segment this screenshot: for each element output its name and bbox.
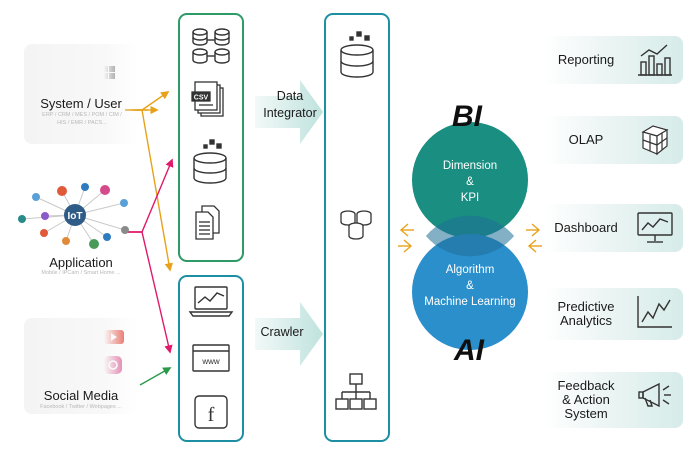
- database-cloud-icon: [193, 139, 227, 184]
- svg-text:www: www: [201, 357, 220, 366]
- facebook-box-icon: f: [194, 395, 228, 429]
- svg-text:f: f: [208, 404, 215, 426]
- output-card-feedback: Feedback & Action System: [543, 372, 683, 428]
- output-card-predictive: Predictive Analytics: [543, 288, 683, 340]
- ai-circle-text: Algorithm & Machine Learning: [424, 264, 516, 308]
- source-subtitle-system: ERP / CRM / MES / POM / CIM / HIS / EMR …: [42, 112, 122, 126]
- cube-icon: [641, 125, 669, 156]
- svg-text:CSV: CSV: [194, 95, 209, 102]
- csv-file-icon: CSV: [191, 81, 224, 117]
- iot-network-icon: IoT: [18, 183, 129, 249]
- output-label-dashboard: Dashboard: [554, 220, 618, 235]
- source-subtitle-social: Facebook / Twitter / Webpages ...: [40, 404, 122, 410]
- data-integrator-label: Data Integrator: [263, 89, 317, 120]
- laptop-chart-icon: [188, 286, 234, 317]
- integrator-box: [178, 13, 244, 262]
- output-label-feedback: Feedback & Action System: [557, 378, 615, 421]
- arrow-social-to-crawler: [139, 367, 172, 386]
- crawler-label: Crawler: [260, 325, 304, 339]
- bi-heading: BI: [452, 100, 482, 133]
- output-label-reporting: Reporting: [557, 52, 615, 67]
- source-card-application: Application Mobile / IPCam / Smart Home …: [24, 182, 138, 278]
- database-stack-icon: [340, 210, 372, 240]
- warehouse-database-icon: [340, 31, 374, 78]
- output-label-predictive: Predictive Analytics: [557, 299, 615, 328]
- iot-hub-label: IoT: [68, 211, 83, 222]
- flow-arrow-integrator: [255, 80, 323, 144]
- output-card-reporting: Reporting: [543, 36, 683, 84]
- source-title-social: Social Media: [43, 388, 119, 403]
- side-arrows: [398, 223, 542, 253]
- red-arrows: [125, 158, 174, 354]
- ai-circle: [412, 234, 528, 350]
- flow-arrow-crawler: [255, 302, 323, 366]
- output-card-dashboard: Dashboard: [543, 204, 683, 252]
- source-title-system: System / User: [40, 96, 122, 111]
- output-card-olap: OLAP: [543, 116, 683, 164]
- circle-overlap: [425, 215, 515, 257]
- arrow-app-down: [125, 231, 173, 354]
- source-title-application: Application: [49, 255, 113, 270]
- trend-line-icon: [637, 296, 672, 328]
- green-arrows: [139, 367, 172, 386]
- megaphone-icon: [638, 382, 671, 408]
- bi-circle: [412, 122, 528, 238]
- source-card-social: Social Media Facebook / Twitter / Webpag…: [24, 318, 138, 414]
- database-network-icon: [192, 28, 230, 64]
- bi-circle-text: Dimension & KPI: [442, 160, 498, 204]
- ai-heading: AI: [454, 334, 484, 367]
- output-label-olap: OLAP: [568, 132, 604, 147]
- web-browser-icon: www: [192, 344, 230, 372]
- bar-chart-icon: [638, 44, 672, 76]
- hierarchy-icon: [335, 373, 377, 410]
- source-card-system: System / User ERP / CRM / MES / POM / CI…: [24, 44, 138, 144]
- source-subtitle-application: Mobile / IPCam / Smart Home ...: [41, 270, 121, 276]
- documents-icon: [195, 205, 220, 240]
- monitor-chart-icon: [637, 212, 673, 243]
